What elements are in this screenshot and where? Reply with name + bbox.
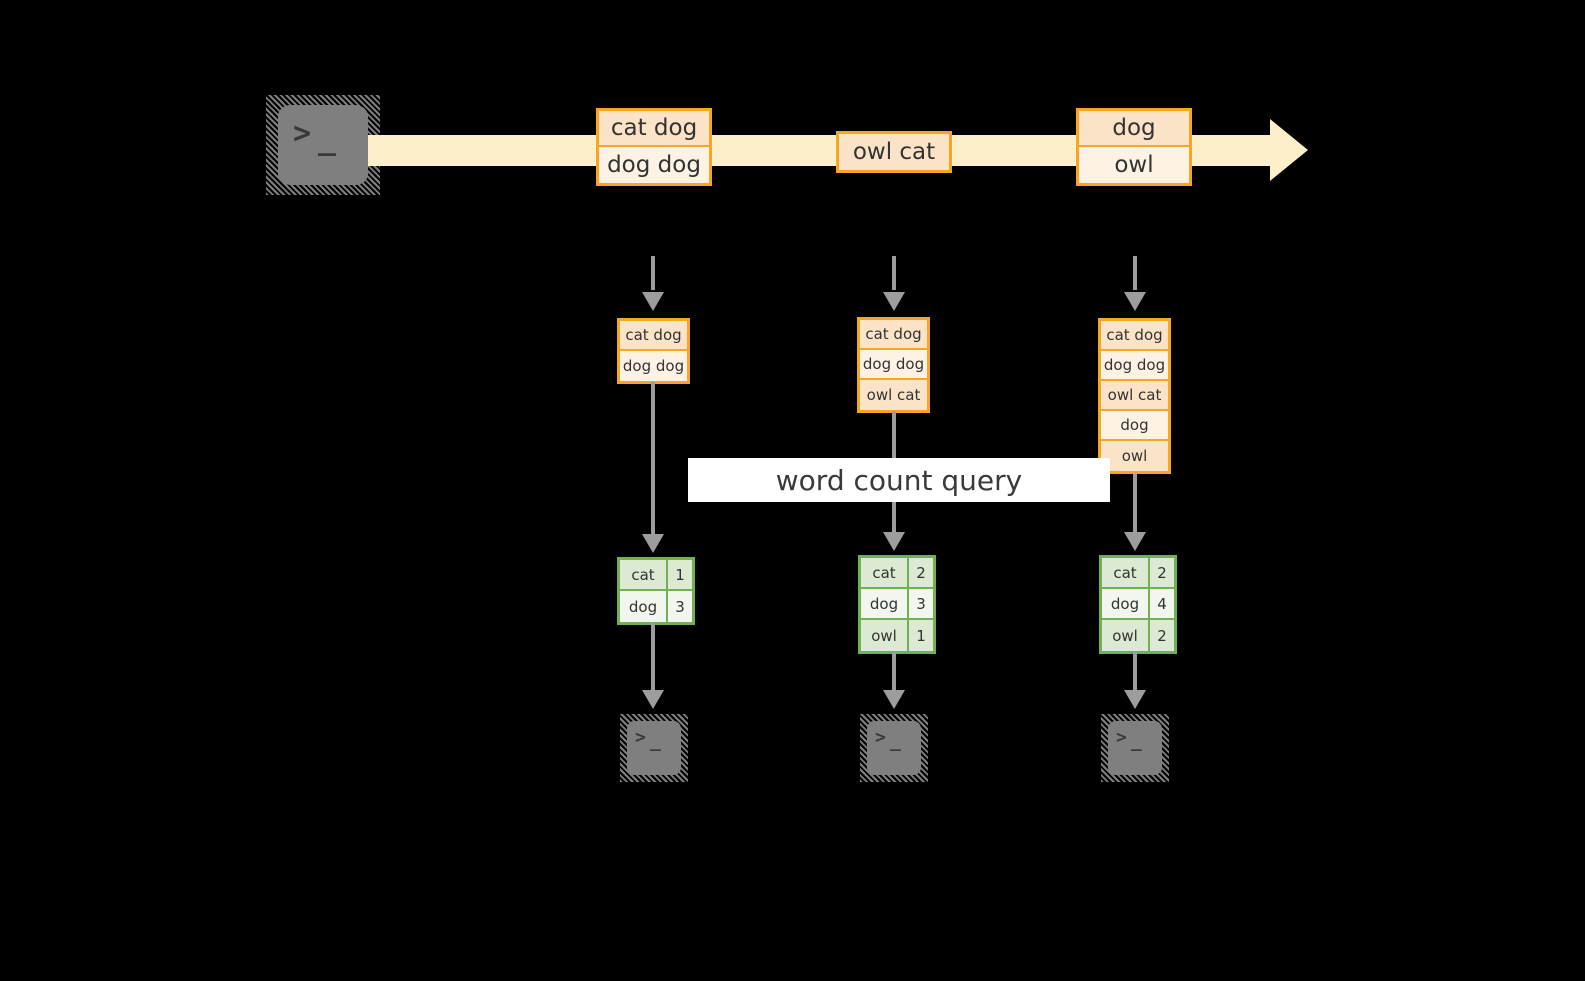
sink-terminal-icon-2: > _ — [860, 714, 928, 782]
snapshot-input-line: dog dog — [1101, 351, 1168, 381]
count-value: 4 — [1150, 589, 1174, 618]
count-row: cat 1 — [620, 560, 692, 591]
count-value: 1 — [668, 560, 692, 589]
query-banner: word count query — [688, 458, 1110, 502]
snapshot-input-3: cat dog dog dog owl cat dog owl — [1098, 318, 1171, 474]
terminal-prompt-glyph: > — [293, 116, 312, 151]
sink-flow-line-2 — [892, 652, 896, 690]
trigger-dash-3 — [1133, 256, 1137, 290]
count-value: 2 — [1150, 620, 1174, 651]
snapshot-input-line: dog — [1101, 411, 1168, 441]
count-word: dog — [861, 589, 909, 618]
query-flow-line-1 — [651, 382, 655, 534]
count-word: cat — [620, 560, 668, 589]
snapshot-input-line: dog dog — [620, 351, 687, 381]
count-value: 3 — [909, 589, 933, 618]
count-row: dog 3 — [861, 589, 933, 620]
terminal-cursor-glyph: _ — [1131, 731, 1142, 752]
terminal-screen — [1108, 721, 1162, 775]
snapshot-input-2: cat dog dog dog owl cat — [857, 317, 930, 413]
sink-terminal-icon-3: > _ — [1101, 714, 1169, 782]
sink-terminal-icon-1: > _ — [620, 714, 688, 782]
snapshot-input-line: cat dog — [620, 321, 687, 351]
terminal-cursor-glyph: _ — [318, 122, 337, 157]
count-row: owl 2 — [1102, 620, 1174, 651]
terminal-cursor-glyph: _ — [650, 731, 661, 752]
stream-record-line: cat dog — [599, 111, 709, 147]
terminal-screen — [627, 721, 681, 775]
sink-flow-line-1 — [651, 623, 655, 690]
trigger-dash-2 — [892, 256, 896, 290]
snapshot-counts-3: cat 2 dog 4 owl 2 — [1099, 555, 1177, 654]
trigger-dash-1 — [651, 256, 655, 290]
sink-flow-arrowhead-1 — [642, 690, 664, 709]
snapshot-counts-2: cat 2 dog 3 owl 1 — [858, 555, 936, 654]
query-flow-arrowhead-2 — [883, 532, 905, 551]
stream-record-line: owl — [1079, 147, 1189, 183]
stream-record-line: dog — [1079, 111, 1189, 147]
trigger-arrowhead-2 — [883, 292, 905, 311]
count-word: owl — [861, 620, 909, 651]
count-row: cat 2 — [861, 558, 933, 589]
count-row: owl 1 — [861, 620, 933, 651]
query-flow-arrowhead-3 — [1124, 532, 1146, 551]
count-value: 2 — [909, 558, 933, 587]
snapshot-input-line: cat dog — [860, 320, 927, 350]
snapshot-input-line: owl cat — [1101, 381, 1168, 411]
terminal-prompt-glyph: > — [875, 727, 886, 748]
snapshot-input-1: cat dog dog dog — [617, 318, 690, 384]
query-flow-line-3 — [1133, 474, 1137, 532]
trigger-arrowhead-1 — [642, 292, 664, 311]
terminal-screen — [867, 721, 921, 775]
terminal-prompt-glyph: > — [1116, 727, 1127, 748]
snapshot-input-line: dog dog — [860, 350, 927, 380]
count-row: cat 2 — [1102, 558, 1174, 589]
count-value: 3 — [668, 591, 692, 622]
source-terminal-icon: > _ — [266, 95, 380, 195]
stream-record-line: dog dog — [599, 147, 709, 183]
count-value: 1 — [909, 620, 933, 651]
terminal-screen — [278, 105, 368, 185]
query-flow-arrowhead-1 — [642, 534, 664, 553]
snapshot-input-line: owl — [1101, 441, 1168, 471]
count-row: dog 4 — [1102, 589, 1174, 620]
query-banner-label: word count query — [775, 463, 1023, 497]
terminal-prompt-glyph: > — [635, 727, 646, 748]
trigger-arrowhead-3 — [1124, 292, 1146, 311]
stream-group-1: cat dog dog dog — [596, 108, 712, 186]
count-word: dog — [1102, 589, 1150, 618]
sink-flow-arrowhead-2 — [883, 690, 905, 709]
snapshot-input-line: cat dog — [1101, 321, 1168, 351]
count-word: cat — [1102, 558, 1150, 587]
stream-arrowhead — [1270, 119, 1308, 181]
count-word: cat — [861, 558, 909, 587]
count-row: dog 3 — [620, 591, 692, 622]
terminal-cursor-glyph: _ — [890, 731, 901, 752]
stream-group-3: dog owl — [1076, 108, 1192, 186]
snapshot-input-line: owl cat — [860, 380, 927, 410]
stream-record-line: owl cat — [839, 134, 949, 170]
sink-flow-arrowhead-3 — [1124, 690, 1146, 709]
count-value: 2 — [1150, 558, 1174, 587]
stream-group-2: owl cat — [836, 131, 952, 173]
count-word: dog — [620, 591, 668, 622]
snapshot-counts-1: cat 1 dog 3 — [617, 557, 695, 625]
count-word: owl — [1102, 620, 1150, 651]
sink-flow-line-3 — [1133, 652, 1137, 690]
